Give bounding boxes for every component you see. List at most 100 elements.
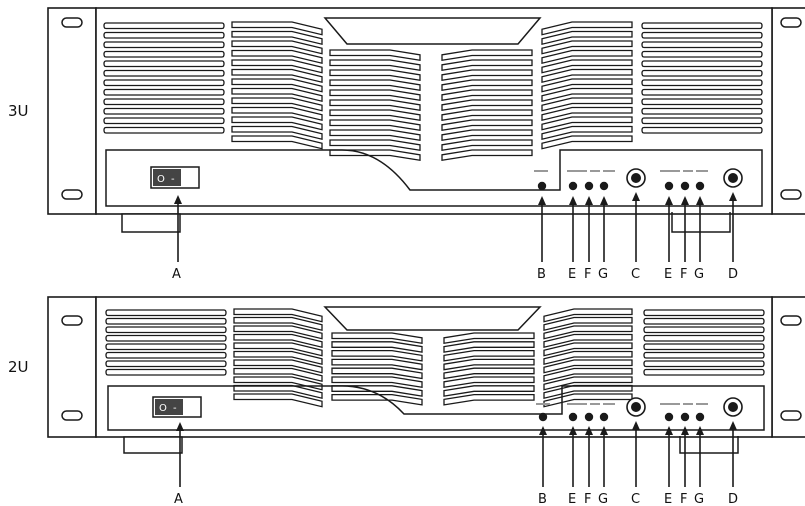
side-handle: [123, 436, 183, 454]
vent-slat: [441, 139, 533, 152]
led-clip-ch1: [584, 181, 594, 191]
vent-grille-center-right: [441, 49, 533, 162]
power-switch[interactable]: O -: [150, 166, 200, 189]
vent-slat: [443, 385, 535, 397]
vent-slat: [541, 135, 633, 150]
control-panel: [105, 149, 763, 207]
vent-slat: [103, 22, 225, 30]
vent-slat: [103, 69, 225, 77]
vent-slat: [331, 358, 423, 371]
vent-grille-left: [105, 309, 227, 376]
vent-slat: [641, 50, 763, 58]
vent-slat: [641, 69, 763, 77]
legend-print: [590, 403, 600, 405]
unit-size-label: 2U: [8, 358, 29, 376]
callout-label-f2: F: [680, 492, 687, 506]
vent-slat: [541, 40, 633, 55]
callout-arrow-a: [176, 422, 184, 487]
callout-arrowhead: [696, 196, 704, 205]
legend-print: [567, 170, 587, 172]
vent-grille-right: [641, 22, 763, 134]
control-panel: [107, 385, 765, 431]
vent-slat: [231, 116, 323, 131]
vent-slat: [543, 376, 633, 391]
callout-arrowhead: [174, 195, 182, 204]
vent-grille-left: [103, 22, 225, 134]
vent-slat: [641, 60, 763, 68]
vent-slat: [643, 326, 765, 334]
vent-slat: [643, 317, 765, 325]
legend-print: [603, 403, 615, 405]
mount-slot-bottom-left: [61, 410, 83, 421]
vent-slat: [233, 342, 323, 357]
callout-arrowhead: [729, 421, 737, 430]
vent-slat: [233, 333, 323, 349]
callout-arrowhead: [600, 196, 608, 205]
callout-arrowhead: [632, 192, 640, 201]
led-signal-ch2: [695, 181, 705, 191]
legend-print: [660, 170, 680, 172]
mount-slot-top-left: [61, 315, 83, 326]
vent-slat: [103, 79, 225, 87]
vent-slat: [441, 69, 533, 82]
vent-slat: [331, 393, 423, 406]
vent-slat: [105, 343, 227, 351]
callout-label-g1: G: [598, 267, 608, 282]
vent-slat: [103, 98, 225, 106]
vent-slat: [105, 326, 227, 334]
callout-arrow-d: [729, 192, 737, 262]
callout-label-d: D: [728, 492, 738, 506]
vent-slat: [643, 309, 765, 317]
vent-slat: [105, 368, 227, 376]
callout-label-d: D: [728, 267, 738, 282]
vent-slat: [541, 68, 633, 84]
vent-slat: [641, 98, 763, 106]
vent-slat: [233, 359, 323, 374]
legend-print: [660, 403, 680, 405]
switch-off-mark: O: [159, 403, 167, 414]
gain-knob-ch2[interactable]: [723, 397, 743, 417]
mount-slot-top-left: [61, 17, 83, 28]
vent-slat: [543, 308, 633, 323]
vent-slat: [103, 126, 225, 134]
vent-slat: [233, 350, 323, 366]
vent-grille-center-left: [329, 49, 421, 162]
amplifier-3u: O -: [8, 7, 805, 282]
unit-size-label: 3U: [8, 102, 29, 120]
vent-slat: [329, 79, 421, 92]
legend-print: [696, 170, 708, 172]
vent-slat: [233, 308, 323, 323]
vent-grille-center-left: [331, 332, 423, 406]
callout-label-e2: E: [664, 492, 672, 506]
callout-arrow-d: [729, 421, 737, 487]
gain-knob-ch1[interactable]: [626, 397, 646, 417]
vent-slat: [231, 40, 323, 55]
vent-slat: [643, 368, 765, 376]
vent-slat: [641, 88, 763, 96]
vent-slat: [641, 31, 763, 39]
callout-label-f1: F: [584, 492, 591, 506]
callout-arrow-e1: [569, 426, 577, 487]
vent-slat: [329, 59, 421, 72]
vent-slat: [441, 59, 533, 72]
vent-slat: [441, 99, 533, 112]
vent-slat: [541, 30, 633, 46]
vent-slat: [103, 107, 225, 115]
gain-knob-ch2[interactable]: [723, 168, 743, 188]
callout-arrowhead: [538, 196, 546, 205]
vent-slat: [329, 139, 421, 152]
vent-slat: [641, 126, 763, 134]
callout-arrow-b: [538, 196, 546, 262]
vent-grille-inner-right: [543, 308, 633, 408]
callout-arrow-e1: [569, 196, 577, 262]
callout-arrow-f2: [681, 196, 689, 262]
vent-slat: [329, 99, 421, 112]
led-signal-ch1: [599, 181, 609, 191]
led-protect-ch1: [568, 181, 578, 191]
led-power: [538, 412, 548, 422]
vent-slat: [541, 78, 633, 93]
gain-knob-ch1[interactable]: [626, 168, 646, 188]
vent-slat: [443, 393, 535, 406]
power-switch[interactable]: O -: [152, 396, 202, 418]
vent-slat: [643, 343, 765, 351]
